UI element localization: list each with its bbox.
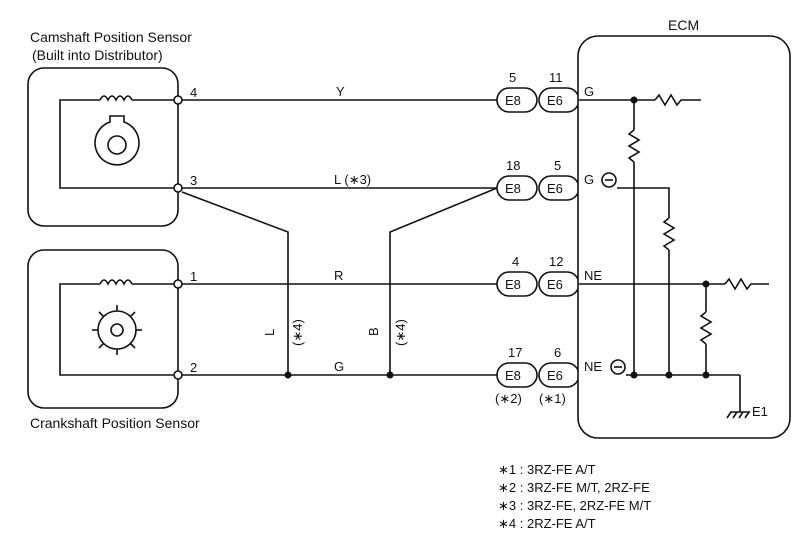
ground-label: E1 xyxy=(752,404,768,419)
crank-gear-icon xyxy=(92,305,142,355)
pin-label: 2 xyxy=(190,360,197,375)
note-1: ∗1 : 3RZ-FE A/T xyxy=(498,462,596,477)
connector-e8-label: E8 xyxy=(505,368,521,383)
camshaft-sensor-internal-wiring xyxy=(59,95,178,189)
crankshaft-sensor-box xyxy=(27,249,179,409)
crankshaft-sensor-internal-wiring xyxy=(59,279,178,376)
pin-label: 4 xyxy=(190,85,197,100)
note-4: ∗4 : 2RZ-FE A/T xyxy=(498,516,596,531)
coil-icon xyxy=(99,95,133,102)
connector-row-1: 5 11 E8 E6 xyxy=(496,70,580,113)
branch-left-note: (∗4) xyxy=(290,319,305,346)
resistor-icon xyxy=(662,217,676,251)
connector-e8 xyxy=(496,271,538,297)
connector-row-4: 17 6 E8 E6 (∗2) (∗1) xyxy=(495,345,580,406)
resistor-icon xyxy=(654,93,701,107)
e6-pin: 5 xyxy=(554,158,561,173)
wire-color-label: R xyxy=(334,268,343,283)
ecm-terminal-g: G xyxy=(584,84,594,99)
ecm-title: ECM xyxy=(668,17,699,33)
wire-color-label: L (∗3) xyxy=(334,172,371,187)
connector-e8-label: E8 xyxy=(505,93,521,108)
e6-pin: 12 xyxy=(549,254,563,269)
coil-icon xyxy=(99,279,133,286)
e8-pin: 18 xyxy=(506,158,520,173)
branch-right-note: (∗4) xyxy=(393,319,408,346)
branch-right-color: B xyxy=(366,327,381,336)
e8-pin: 17 xyxy=(508,345,522,360)
pin-label: 3 xyxy=(190,173,197,188)
e6-pin: 11 xyxy=(549,70,563,85)
wire-color-label: G xyxy=(334,359,344,374)
minus-circle-icon xyxy=(610,359,626,375)
ecm-terminal-ne-minus: NE xyxy=(584,359,602,374)
ecm-box xyxy=(577,35,791,439)
ecm-internal-wiring xyxy=(579,93,769,412)
connector-e6-label: E6 xyxy=(547,368,563,383)
camshaft-sensor-box xyxy=(27,67,179,227)
connector-e6-note: (∗1) xyxy=(539,391,566,406)
connector-e8-label: E8 xyxy=(505,181,521,196)
branch-left-color: L xyxy=(262,329,277,336)
ecm-terminal-g-minus: G xyxy=(584,172,594,187)
camshaft-sensor-subtitle: (Built into Distributor) xyxy=(32,47,163,63)
connector-e8 xyxy=(496,362,538,388)
e8-pin: 5 xyxy=(509,70,516,85)
branch-label-left-note: (∗4) xyxy=(290,319,305,346)
e8-pin: 4 xyxy=(512,254,519,269)
branch-wires xyxy=(181,187,498,379)
crankshaft-sensor-title: Crankshaft Position Sensor xyxy=(30,415,200,431)
connector-row-2: 18 5 E8 E6 xyxy=(496,158,580,201)
wire-color-label: Y xyxy=(336,84,345,99)
ecm-terminal-ne: NE xyxy=(584,268,602,283)
pin-label: 1 xyxy=(190,269,197,284)
cam-rotor-icon xyxy=(94,115,140,166)
connector-e6-label: E6 xyxy=(547,277,563,292)
note-3: ∗3 : 3RZ-FE, 2RZ-FE M/T xyxy=(498,498,651,513)
branch-label-left: L xyxy=(262,329,277,336)
branch-label-right: B xyxy=(366,327,381,336)
branch-label-right-note: (∗4) xyxy=(393,319,408,346)
ground-icon xyxy=(726,411,750,419)
connector-row-3: 4 12 E8 E6 xyxy=(496,254,580,297)
connector-e8 xyxy=(496,175,538,201)
note-2: ∗2 : 3RZ-FE M/T, 2RZ-FE xyxy=(498,480,650,495)
resistor-icon xyxy=(724,277,769,291)
camshaft-sensor-title: Camshaft Position Sensor xyxy=(30,29,192,45)
e6-pin: 6 xyxy=(554,345,561,360)
resistor-icon xyxy=(627,129,641,163)
connector-e8 xyxy=(496,87,538,113)
minus-circle-icon xyxy=(601,172,617,188)
connector-e8-note: (∗2) xyxy=(495,391,522,406)
connector-e8-label: E8 xyxy=(505,277,521,292)
connector-e6-label: E6 xyxy=(547,93,563,108)
main-wires xyxy=(182,99,497,376)
resistor-icon xyxy=(699,311,713,345)
connector-e6-label: E6 xyxy=(547,181,563,196)
